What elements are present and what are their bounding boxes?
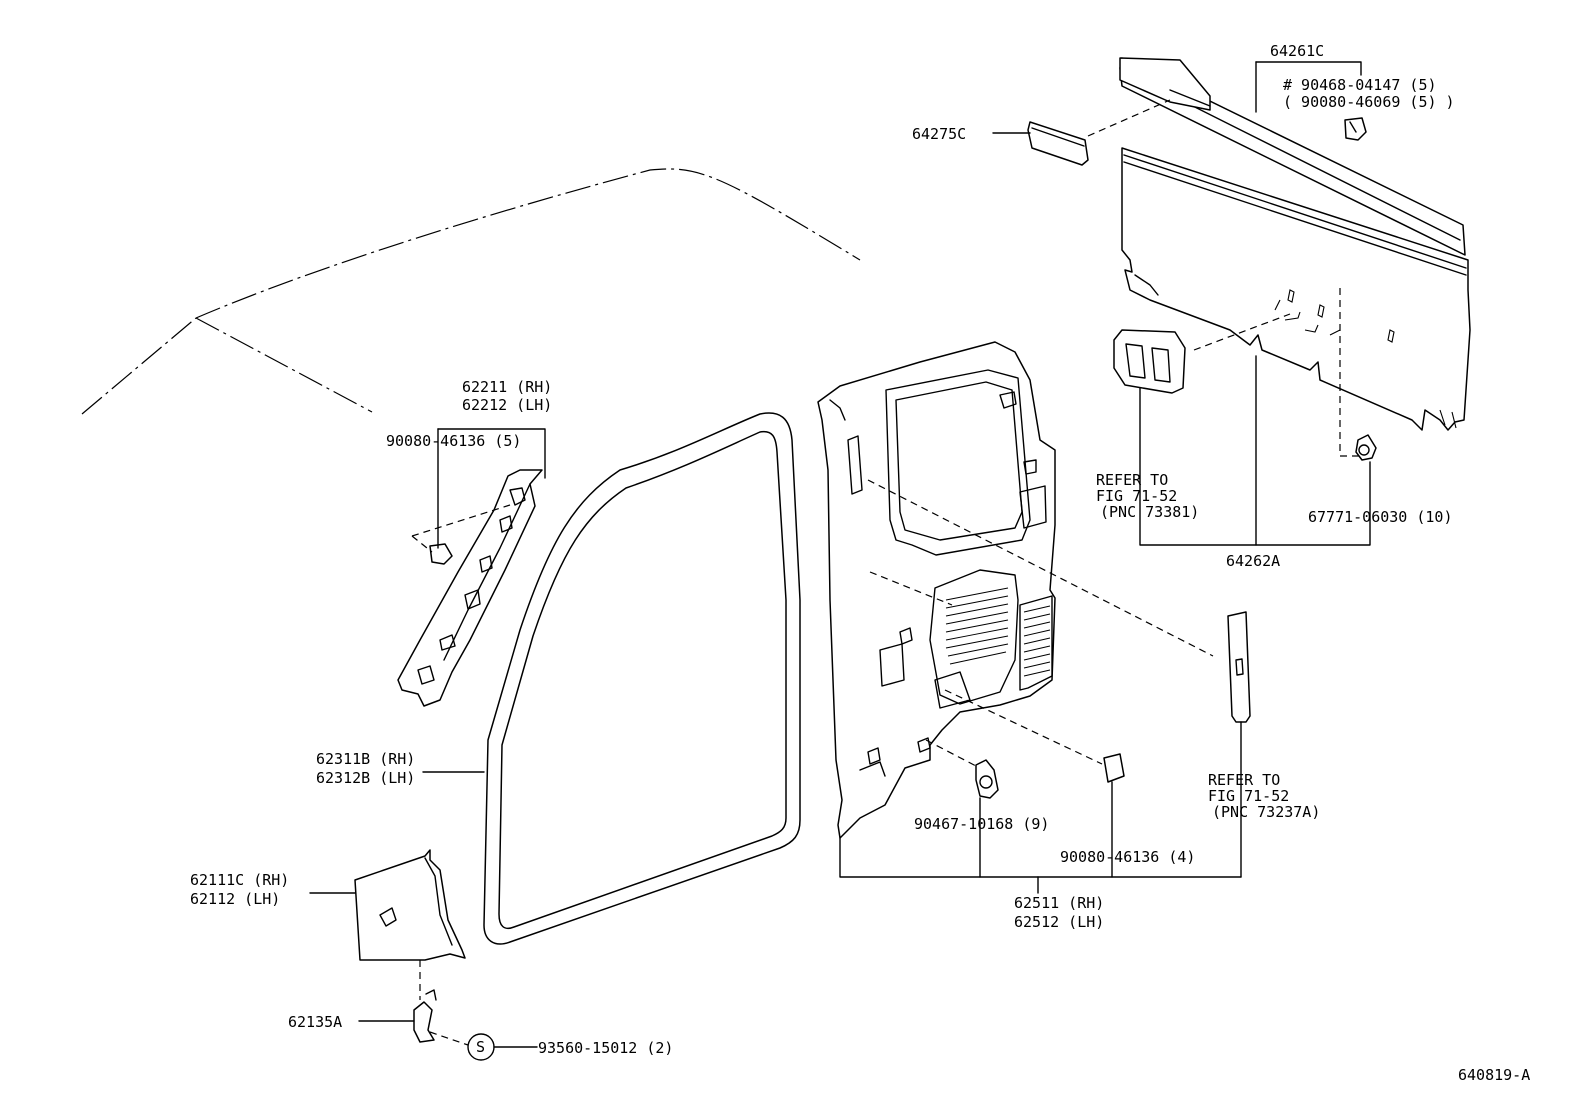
label-pnc-73237a: (PNC 73237A) [1212, 803, 1320, 821]
speaker-grille [945, 587, 1051, 677]
label-64262a: 64262A [1226, 552, 1280, 570]
label-refer-to-1: REFER TO [1096, 471, 1168, 489]
label-90080-46136-4: 90080-46136 (4) [1060, 848, 1195, 866]
vehicle-body-outline [81, 168, 861, 415]
label-93560: 93560-15012 (2) [538, 1039, 673, 1057]
clip-90080-icon [429, 543, 453, 565]
label-64275c: 64275C [912, 125, 966, 143]
pillar-trim-73237a [1227, 611, 1251, 723]
label-62111c: 62111C (RH) [190, 871, 289, 889]
label-62211: 62211 (RH) [462, 378, 552, 396]
clip-62135a-icon [413, 989, 437, 1043]
cover-64275c [1027, 121, 1089, 166]
label-pnc-73381: (PNC 73381) [1100, 503, 1199, 521]
label-fig-71-52-2: FIG 71-52 [1208, 787, 1289, 805]
leader-lines [309, 61, 1371, 1048]
cup-holder-73381 [1113, 329, 1186, 394]
kick-panel-62111c [354, 849, 466, 961]
label-62512: 62512 (LH) [1014, 913, 1104, 931]
label-64261c: 64261C [1270, 42, 1324, 60]
label-90080-46136-5: 90080-46136 (5) [386, 432, 521, 450]
pillar-garnish-62211 [397, 469, 543, 707]
label-90467: 90467-10168 (9) [914, 815, 1049, 833]
label-62312b: 62312B (LH) [316, 769, 415, 787]
label-fig-71-52-1: FIG 71-52 [1096, 487, 1177, 505]
clip-90467-icon [975, 759, 999, 799]
clip-90468-icon [1344, 117, 1367, 141]
label-67771: 67771-06030 (10) [1308, 508, 1453, 526]
label-62311b: 62311B (RH) [316, 750, 415, 768]
part-labels: 64261C # 90468-04147 (5) ( 90080-46069 (… [190, 42, 1530, 1084]
weatherstrip-62311b [483, 412, 801, 945]
label-90080-46069: ( 90080-46069 (5) ) [1283, 93, 1455, 111]
label-90468: # 90468-04147 (5) [1283, 76, 1437, 94]
clip-67771-icon [1355, 434, 1377, 461]
label-refer-to-2: REFER TO [1208, 771, 1280, 789]
back-panel-trim-64262a [1121, 147, 1471, 431]
label-62511: 62511 (RH) [1014, 894, 1104, 912]
label-62212: 62212 (LH) [462, 396, 552, 414]
upper-trim-strip-64261c [1119, 57, 1466, 256]
label-62112: 62112 (LH) [190, 890, 280, 908]
label-s-symbol: S [476, 1038, 485, 1056]
label-62135a: 62135A [288, 1013, 342, 1031]
clip-90080-lower-icon [1103, 753, 1125, 783]
quarter-trim-panel-62511 [817, 341, 1056, 839]
figure-id: 640819-A [1458, 1066, 1530, 1084]
